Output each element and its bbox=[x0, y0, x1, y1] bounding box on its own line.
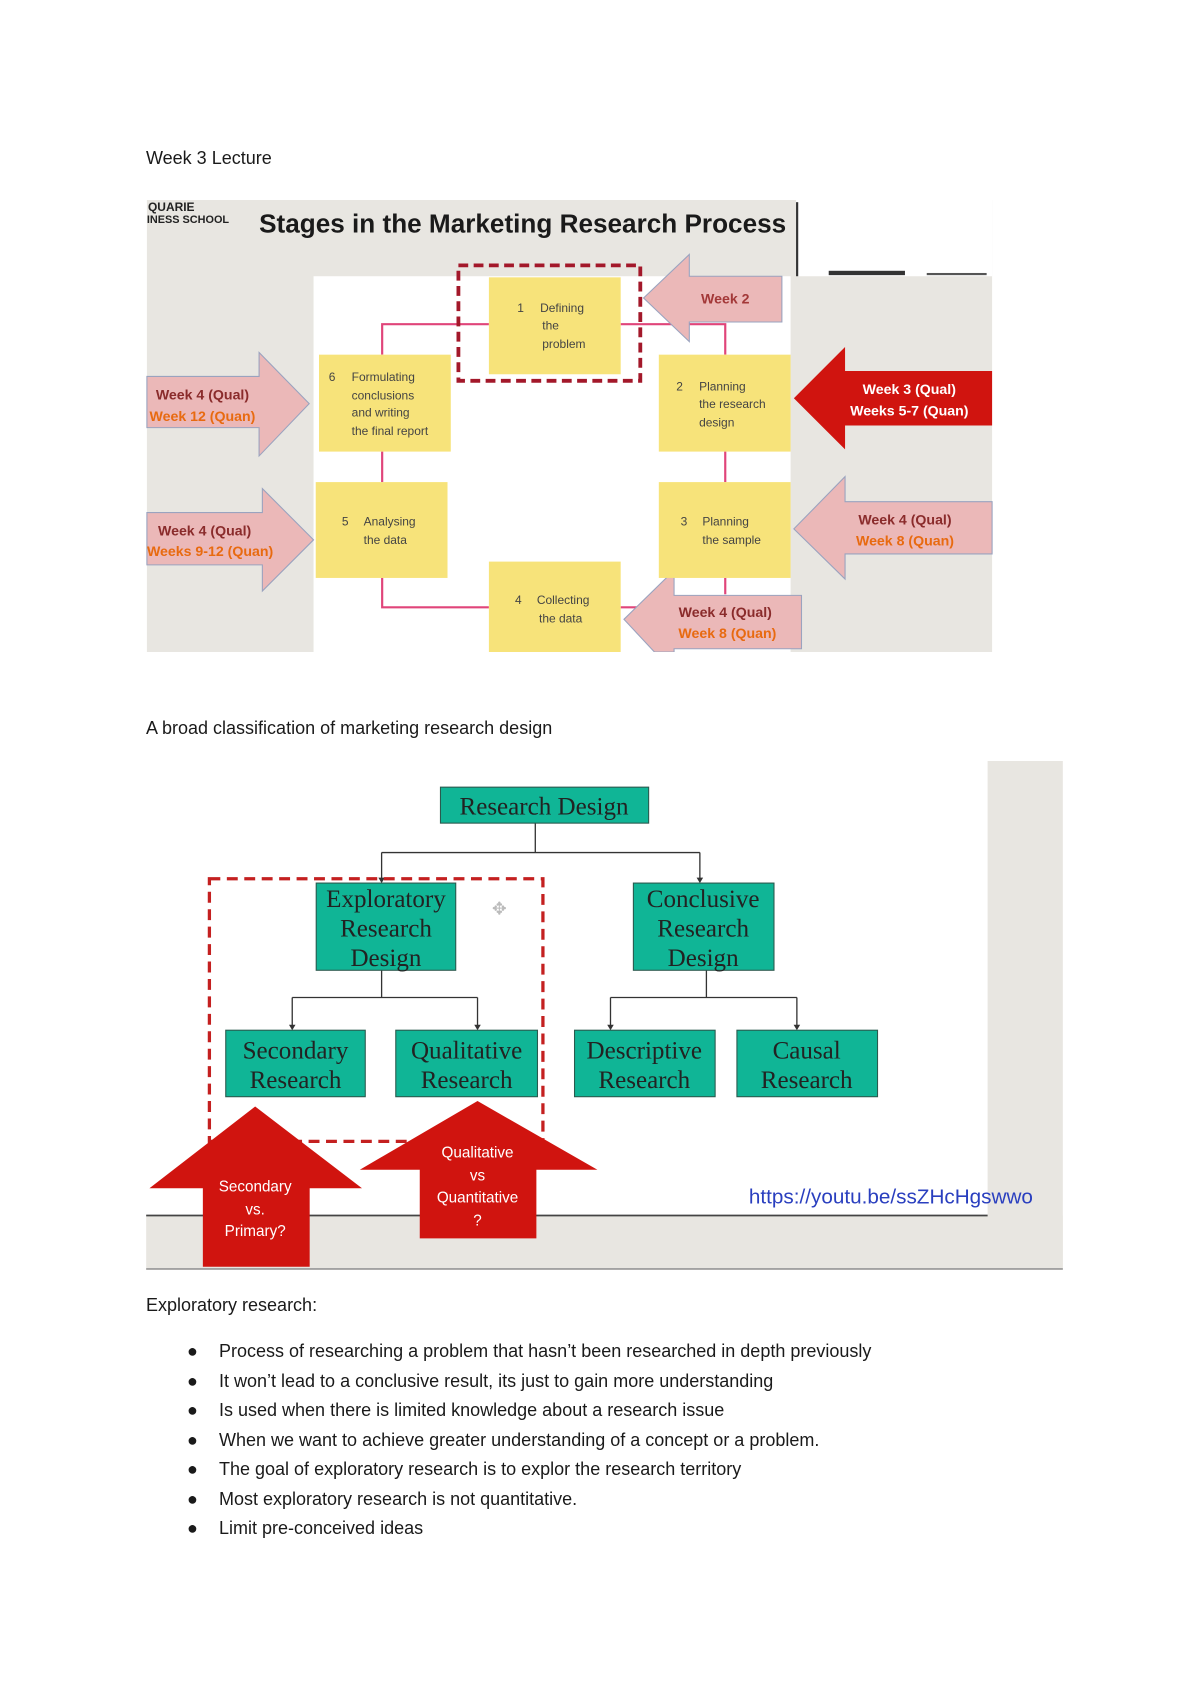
svg-text:Design: Design bbox=[350, 945, 421, 972]
svg-text:2: 2 bbox=[676, 380, 683, 394]
arrow-label: Week 12 (Quan) bbox=[150, 408, 256, 424]
svg-text:Collecting: Collecting bbox=[537, 593, 590, 607]
svg-text:4: 4 bbox=[515, 593, 522, 607]
svg-text:Formulating: Formulating bbox=[352, 370, 415, 384]
slide-title: Stages in the Marketing Research Process bbox=[259, 209, 786, 239]
arrow-label: Weeks 9-12 (Quan) bbox=[147, 543, 273, 559]
page-heading: Week 3 Lecture bbox=[146, 148, 272, 168]
svg-text:Design: Design bbox=[668, 945, 739, 972]
stage-4: 4 Collecting the data bbox=[488, 561, 621, 652]
arrow-label: Quantitative bbox=[437, 1189, 518, 1206]
svg-text:problem: problem bbox=[542, 337, 585, 351]
svg-text:Exploratory: Exploratory bbox=[326, 886, 446, 913]
svg-text:Planning: Planning bbox=[699, 380, 746, 394]
svg-text:1: 1 bbox=[517, 301, 524, 315]
marketing-research-process-slide: QUARIE INESS SCHOOL Stages in the Market… bbox=[146, 200, 993, 652]
svg-text:Research Design: Research Design bbox=[460, 793, 629, 820]
arrow-label: Secondary bbox=[219, 1179, 292, 1196]
arrow-label: vs. bbox=[245, 1201, 265, 1218]
arrow-label: Week 4 (Qual) bbox=[158, 522, 251, 538]
tree-connectors bbox=[291, 823, 798, 1026]
svg-text:Research: Research bbox=[598, 1067, 690, 1094]
svg-text:the final report: the final report bbox=[352, 424, 429, 438]
svg-text:5: 5 bbox=[342, 515, 349, 529]
svg-text:the data: the data bbox=[364, 533, 408, 547]
arrow-label: Week 3 (Qual) bbox=[863, 381, 956, 397]
stage-5: 5 Analysing the data bbox=[315, 482, 448, 578]
right-top-arrow bbox=[793, 347, 993, 450]
arrow-label: Weeks 5-7 (Quan) bbox=[850, 403, 968, 419]
move-cursor-icon: ✥ bbox=[492, 899, 507, 919]
research-design-slide: Research Design ExploratoryResearchDesig… bbox=[146, 761, 1063, 1270]
svg-text:design: design bbox=[699, 416, 734, 430]
arrow-label: ? bbox=[473, 1212, 481, 1229]
svg-text:Descriptive: Descriptive bbox=[587, 1038, 702, 1065]
svg-text:the research: the research bbox=[699, 397, 766, 411]
logo-text: INESS SCHOOL bbox=[147, 214, 230, 226]
right-bottom-arrow bbox=[793, 475, 993, 581]
svg-text:the sample: the sample bbox=[702, 533, 761, 547]
secondary-vs-primary-arrow bbox=[149, 1106, 362, 1267]
caption-research-design: A broad classification of marketing rese… bbox=[146, 718, 553, 738]
svg-text:and writing: and writing bbox=[352, 406, 410, 420]
stage-3: 3 Planning the sample bbox=[658, 482, 791, 578]
svg-text:the data: the data bbox=[539, 612, 583, 626]
highlight-box bbox=[207, 877, 545, 1144]
bullet-icon: ● bbox=[187, 1371, 198, 1391]
svg-text:conclusions: conclusions bbox=[352, 388, 415, 402]
stage-2: 2 Planning the research design bbox=[658, 354, 791, 452]
highlight-box bbox=[456, 263, 643, 383]
svg-text:Planning: Planning bbox=[702, 515, 749, 529]
svg-text:Research: Research bbox=[250, 1067, 342, 1094]
logo-text: QUARIE bbox=[148, 200, 195, 214]
arrow-label: Week 8 (Quan) bbox=[856, 532, 954, 548]
arrow-label: Qualitative bbox=[441, 1145, 513, 1162]
qualitative-vs-quantitative-arrow bbox=[359, 1101, 598, 1239]
youtube-link[interactable]: https://youtu.be/ssZHcHgswwo bbox=[749, 1186, 1033, 1209]
svg-text:the: the bbox=[542, 319, 559, 333]
svg-text:Conclusive: Conclusive bbox=[647, 886, 760, 913]
week2-label: Week 2 bbox=[701, 290, 750, 306]
bullet-icon: ● bbox=[187, 1400, 198, 1420]
bullet-icon: ● bbox=[187, 1430, 198, 1450]
arrow-label: Week 4 (Qual) bbox=[679, 604, 772, 620]
arrow-label: Primary? bbox=[225, 1223, 286, 1240]
arrow-label: vs bbox=[470, 1168, 486, 1185]
svg-text:Analysing: Analysing bbox=[364, 515, 416, 529]
svg-text:Research: Research bbox=[761, 1067, 853, 1094]
bullet-icon: ● bbox=[187, 1341, 198, 1361]
bottom-arrow bbox=[623, 569, 803, 652]
svg-text:Qualitative: Qualitative bbox=[411, 1038, 522, 1065]
arrow-label: Week 8 (Quan) bbox=[678, 625, 776, 641]
svg-text:Secondary: Secondary bbox=[243, 1038, 349, 1065]
box-research-design: Research Design bbox=[439, 786, 650, 824]
svg-text:6: 6 bbox=[329, 370, 336, 384]
week2-arrow bbox=[642, 253, 783, 343]
svg-text:Research: Research bbox=[340, 915, 432, 942]
bullet-icon: ● bbox=[187, 1489, 198, 1509]
stage-1: 1 Defining the problem bbox=[488, 277, 621, 375]
left-top-arrow bbox=[146, 351, 310, 458]
arrow-label: Week 4 (Qual) bbox=[858, 512, 951, 528]
svg-text:Research: Research bbox=[421, 1067, 513, 1094]
svg-text:Defining: Defining bbox=[540, 301, 584, 315]
process-connectors bbox=[381, 323, 727, 609]
svg-text:3: 3 bbox=[681, 515, 688, 529]
left-bottom-arrow bbox=[146, 487, 315, 593]
svg-text:Research: Research bbox=[657, 915, 749, 942]
arrow-label: Week 4 (Qual) bbox=[156, 386, 249, 402]
bullet-icon: ● bbox=[187, 1518, 198, 1538]
section-title: Exploratory research: bbox=[146, 1295, 318, 1315]
svg-text:Causal: Causal bbox=[773, 1038, 841, 1065]
stage-6: 6 Formulating conclusions and writing th… bbox=[318, 354, 451, 452]
bullet-icon: ● bbox=[187, 1459, 198, 1479]
